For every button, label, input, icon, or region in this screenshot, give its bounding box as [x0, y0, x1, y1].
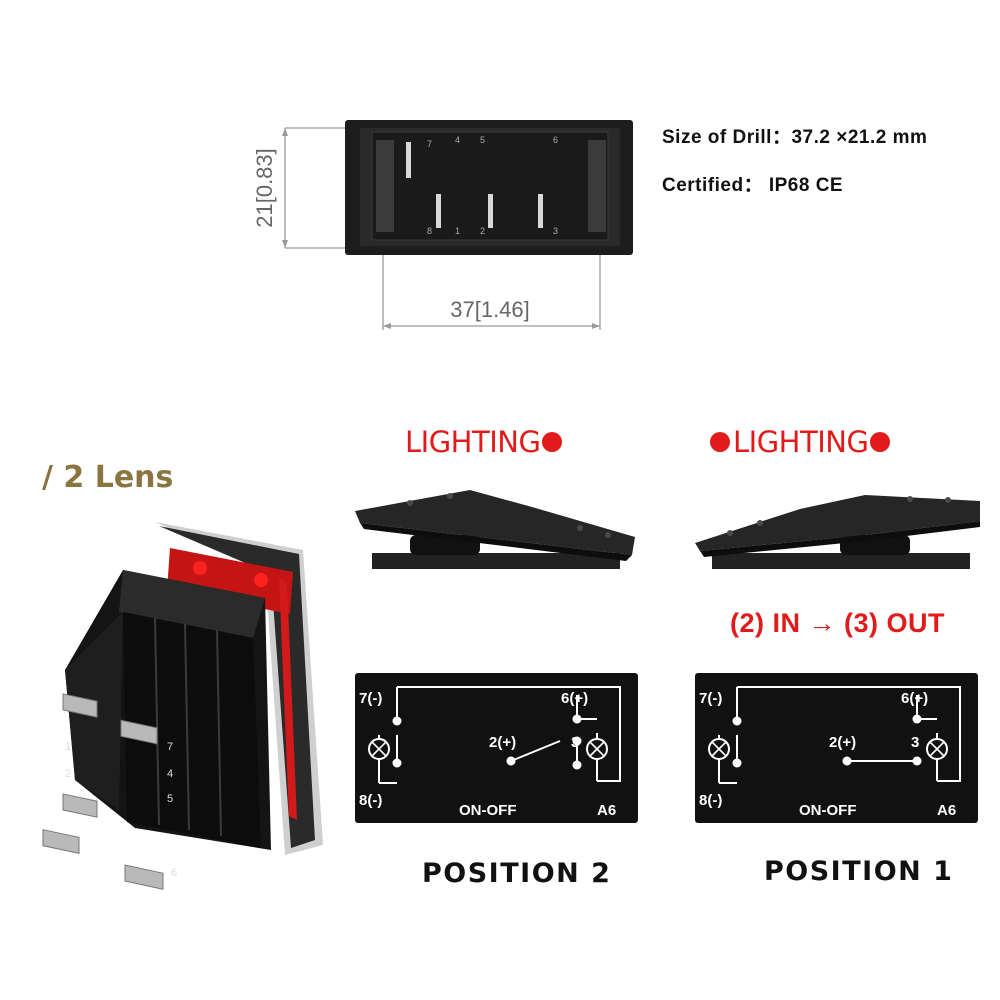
terminal-number: 8	[427, 226, 432, 236]
switch-pin-number: 2	[65, 768, 71, 780]
certification-spec: Certified： IP68 CE	[662, 175, 844, 196]
terminal-label: 7(-)	[359, 690, 382, 707]
red-indicator-dot	[542, 432, 563, 452]
position-1-label: POSITION 1	[764, 856, 954, 887]
terminal-label: 6(+)	[561, 690, 588, 707]
terminal-label: 7(-)	[699, 690, 722, 707]
terminal-label: 8(-)	[359, 792, 382, 809]
terminal-number: 2	[480, 226, 485, 236]
switch-pin-number: 6	[171, 867, 177, 879]
terminal-label: 3	[571, 734, 579, 751]
lighting-label-left: LIGHTING	[405, 425, 563, 459]
terminal-label: 8(-)	[699, 792, 722, 809]
mode-label: ON-OFF	[459, 802, 517, 819]
terminal-label: 2(+)	[829, 734, 856, 751]
switch-pin-number: 7	[167, 741, 173, 753]
terminal-label: 6(+)	[901, 690, 928, 707]
model-label: A6	[597, 802, 616, 819]
red-indicator-dot	[870, 432, 891, 452]
width-dimension: 37[1.46]	[450, 297, 530, 322]
rocker-side-view-position-1	[695, 495, 980, 569]
terminal-number: 3	[553, 226, 558, 236]
drill-size-spec: Size of Drill：37.2 ×21.2 mm	[662, 127, 928, 148]
terminal-number: 5	[480, 135, 485, 145]
switch-pin-number: 1	[65, 741, 71, 753]
red-indicator-dot	[710, 432, 730, 452]
model-label: A6	[937, 802, 956, 819]
mode-label: ON-OFF	[799, 802, 857, 819]
lens-label: / 2 Lens	[42, 460, 174, 495]
terminal-label: 3	[911, 734, 919, 751]
terminal-label: 2(+)	[489, 734, 516, 751]
lighting-label-right: LIGHTING	[710, 425, 891, 459]
flow-label: (2) IN → (3) OUT	[730, 608, 945, 638]
rocker-switch-3d-image: 1 2 7 4 5 6	[42, 522, 323, 890]
position-2-label: POSITION 2	[422, 858, 612, 889]
terminal-number: 4	[455, 135, 460, 145]
switch-pin-number: 4	[167, 768, 173, 780]
wiring-diagram-position-1: 7(-) 6(+) 2(+) 3 8(-) ON-OFF A6	[695, 673, 978, 823]
dimension-drawing: 7 4 5 6 8 1 2 3 21[0.83] 37[1.46]	[252, 120, 633, 330]
terminal-number: 6	[553, 135, 558, 145]
switch-pin-number: 5	[167, 793, 173, 805]
terminal-number: 7	[427, 139, 432, 149]
wiring-diagram-position-2: 7(-) 6(+) 2(+) 3 8(-) ON-OFF A6	[355, 673, 638, 823]
terminal-number: 1	[455, 226, 460, 236]
rocker-side-view-position-2	[355, 490, 635, 569]
height-dimension: 21[0.83]	[252, 148, 277, 228]
